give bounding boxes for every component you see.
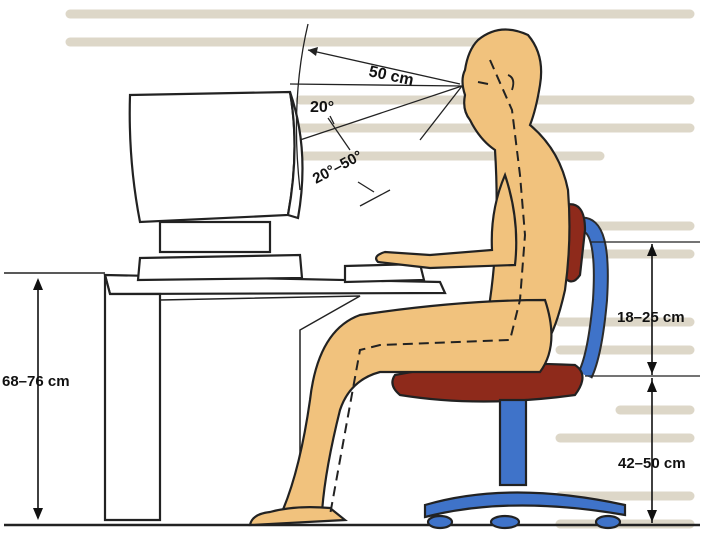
desk-height-label: 68–76 cm — [2, 373, 70, 390]
seat-height-dimension — [647, 378, 657, 523]
monitor — [130, 92, 303, 280]
screen-tilt-label: 20° — [310, 99, 334, 116]
thigh-clearance-label: 18–25 cm — [617, 309, 685, 326]
desk — [4, 273, 445, 520]
desk-height-dimension — [33, 278, 43, 520]
seat-height-label: 42–50 cm — [618, 455, 686, 472]
